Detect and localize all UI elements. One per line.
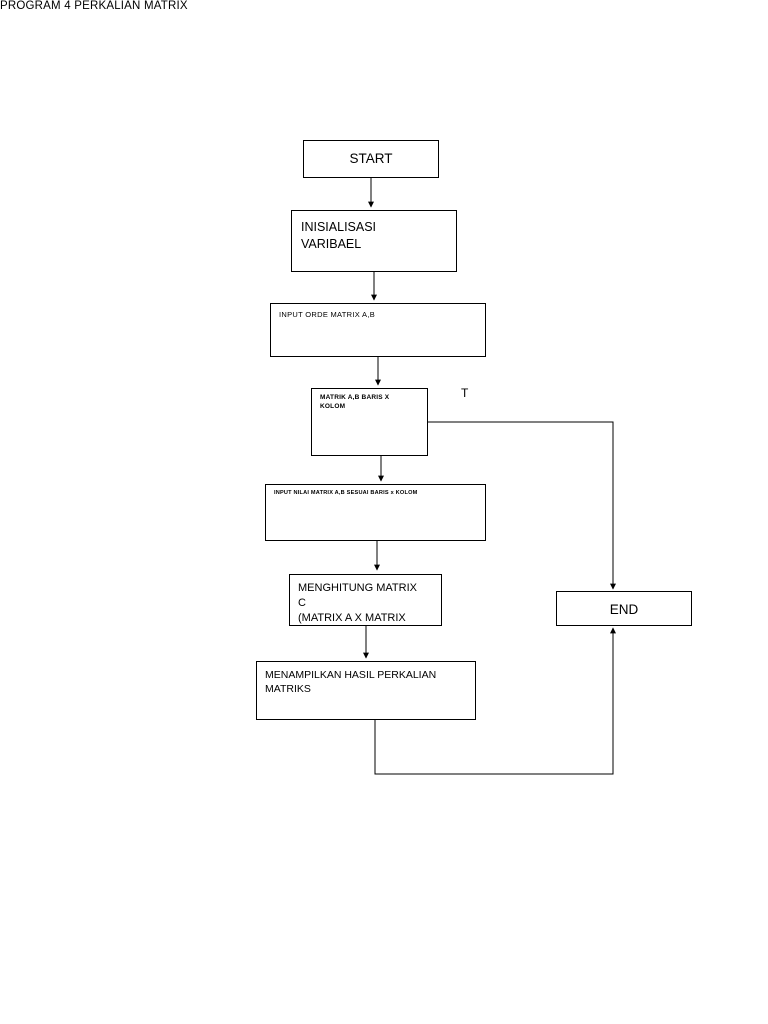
flow-node-menghitung-matrix-c[interactable]: MENGHITUNG MATRIX C (MATRIX A X MATRIX: [289, 574, 442, 626]
flow-node-menampilkan-hasil-label: MENAMPILKAN HASIL PERKALIAN MATRIKS: [265, 669, 437, 696]
edge-cond-true-to-end: [428, 421, 616, 590]
flow-node-menghitung-matrix-c-label: MENGHITUNG MATRIX C (MATRIX A X MATRIX: [298, 582, 417, 624]
branch-label-true: T: [461, 386, 469, 400]
edge-tampil-to-end: [374, 627, 616, 775]
flow-node-menampilkan-hasil[interactable]: MENAMPILKAN HASIL PERKALIAN MATRIKS: [256, 661, 476, 720]
flow-node-start[interactable]: START: [303, 140, 439, 178]
flow-node-end-label: END: [609, 602, 639, 617]
flow-node-matrik-baris-kolom[interactable]: MATRIK A,B BARIS X KOLOM: [311, 388, 428, 456]
flow-node-input-orde-matrix[interactable]: INPUT ORDE MATRIX A,B: [270, 303, 486, 357]
flow-node-input-nilai-matrix-label: INPUT NILAI MATRIX A,B SESUAI BARIS x KO…: [274, 490, 418, 496]
flow-node-inisialisasi-varibael-label: INISIALISASI VARIBAEL: [301, 220, 377, 251]
flow-node-end[interactable]: END: [556, 591, 692, 626]
flow-node-inisialisasi-varibael[interactable]: INISIALISASI VARIBAEL: [291, 210, 457, 272]
flow-node-input-orde-matrix-label: INPUT ORDE MATRIX A,B: [279, 310, 376, 319]
page-title: PROGRAM 4 PERKALIAN MATRIX: [0, 0, 188, 12]
flow-node-input-nilai-matrix[interactable]: INPUT NILAI MATRIX A,B SESUAI BARIS x KO…: [265, 484, 486, 541]
flow-node-matrik-baris-kolom-label: MATRIK A,B BARIS X KOLOM: [320, 394, 390, 410]
flow-node-start-label: START: [349, 151, 393, 166]
